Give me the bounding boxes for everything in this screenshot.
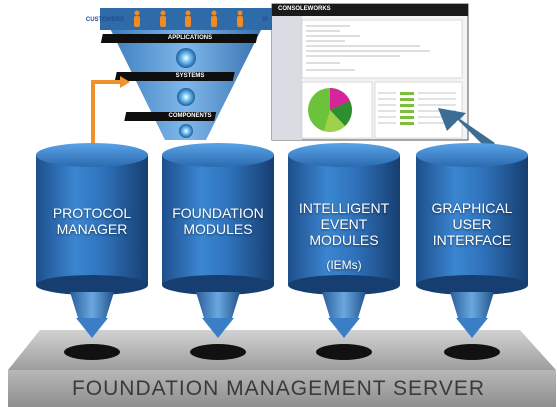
funnel-bar-applications-label: APPLICATIONS — [167, 35, 213, 41]
app-screenshot — [271, 3, 469, 141]
cylinder-label-line: EVENT — [320, 216, 368, 232]
cylinders — [36, 143, 528, 360]
cylinder-intelligent-event-modules — [288, 143, 400, 360]
cylinder-protocol-manager — [36, 143, 148, 360]
cylinder-label-line: MODULES — [183, 221, 253, 237]
cylinder-label-line: PROTOCOL — [52, 205, 132, 221]
funnel-bar-applications — [100, 34, 258, 43]
cylinder-label-foundation-modules: FOUNDATION MODULES — [166, 205, 270, 237]
cylinder-label-line: USER — [452, 216, 492, 232]
funnel-bar-systems-label: SYSTEMS — [175, 73, 205, 79]
funnel-right-label: VI — [262, 17, 268, 23]
cylinder-label-protocol-manager: PROTOCOL MANAGER — [40, 205, 144, 237]
platform-top — [8, 330, 556, 370]
screenshot-sidebar — [272, 16, 302, 140]
platform-label: FOUNDATION MANAGEMENT SERVER — [71, 377, 486, 400]
screenshot-titlebar — [272, 4, 468, 16]
funnel-customers-label: CUSTOMERS — [85, 17, 125, 23]
cylinder-sub-iems: (IEMs) — [326, 258, 362, 272]
funnel-bar-systems — [114, 72, 235, 81]
cylinder-graphical-user-interface — [416, 143, 528, 360]
cylinder-foundation-modules — [162, 143, 274, 360]
cylinder-label-intelligent-event-modules: INTELLIGENT EVENT MODULES — [292, 200, 396, 248]
screenshot-app-title: CONSOLEWORKS — [278, 6, 331, 12]
cylinder-label-line: INTERFACE — [432, 232, 512, 248]
cylinder-label-line: MODULES — [309, 232, 379, 248]
people-icons — [134, 10, 243, 27]
swirl-icon — [179, 124, 193, 138]
pie-chart — [308, 88, 352, 132]
funnel-bar-components — [124, 112, 217, 121]
platform — [8, 330, 556, 407]
funnel-graphic — [100, 8, 272, 140]
cylinder-label-line: MANAGER — [56, 221, 128, 237]
swirl-icon — [177, 88, 195, 106]
cylinder-label-graphical-user-interface: GRAPHICAL USER INTERFACE — [420, 200, 524, 248]
platform-front — [8, 370, 556, 407]
cylinder-label-line: FOUNDATION — [172, 205, 264, 221]
funnel-bar-components-label: COMPONENTS — [168, 113, 212, 119]
screenshot-log-panel — [301, 19, 463, 79]
steel-arrow — [438, 108, 495, 150]
cylinder-label-line: INTELLIGENT — [298, 200, 390, 216]
swirl-icon — [176, 48, 196, 68]
cylinder-label-line: GRAPHICAL — [431, 200, 513, 216]
